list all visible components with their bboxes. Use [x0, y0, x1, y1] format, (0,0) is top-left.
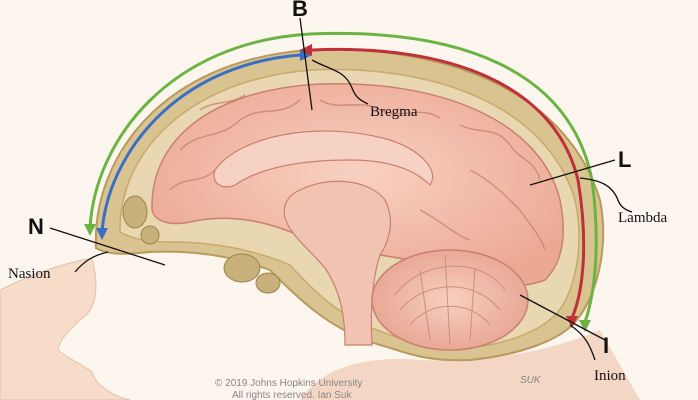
- leader-l: [529, 159, 616, 186]
- green-arc-arrowhead-left: [84, 224, 96, 236]
- landmark-letter-n: N: [28, 214, 44, 239]
- artist-signature: SUK: [520, 375, 542, 386]
- landmark-letter-i: I: [603, 333, 609, 358]
- blue-arc-arrowhead-left: [96, 228, 108, 240]
- leader-i: [519, 294, 606, 341]
- leader-b: [299, 17, 313, 111]
- gyri: [169, 94, 546, 251]
- landmark-letter-b: B: [292, 0, 308, 21]
- cerebellum-folia: [394, 254, 506, 346]
- copyright-line-2: All rights reserved. Ian Suk: [232, 390, 352, 400]
- brainstem: [283, 180, 392, 346]
- label-nasion: Nasion: [8, 266, 51, 282]
- copyright-line-1: © 2019 Johns Hopkins University: [215, 378, 362, 389]
- green-arc-arrowhead-right: [579, 320, 591, 332]
- red-arc-bregma-inion: [311, 47, 586, 319]
- label-bregma: Bregma: [370, 104, 418, 120]
- neck-skin: [300, 330, 640, 400]
- leader-lines: [49, 17, 633, 361]
- leader-nasion: [74, 251, 109, 273]
- leader-bregma: [311, 59, 369, 105]
- green-arc-nasion-inion: [88, 31, 598, 323]
- cerebellum: [371, 249, 529, 351]
- label-inion: Inion: [594, 368, 626, 384]
- sphenoid-sinus: [223, 253, 281, 294]
- landmark-letter-l: L: [618, 147, 631, 172]
- corpus-callosum: [213, 130, 434, 188]
- leader-n: [49, 227, 166, 266]
- leader-lambda: [579, 177, 633, 213]
- red-arc-arrowhead-left: [300, 44, 312, 56]
- leader-inion: [569, 324, 596, 361]
- label-lambda: Lambda: [618, 210, 667, 226]
- frontal-sinus: [122, 195, 160, 245]
- face-skin: [0, 257, 131, 400]
- blue-arc-arrowhead-right: [300, 49, 312, 61]
- blue-arc-nasion-bregma: [100, 53, 301, 233]
